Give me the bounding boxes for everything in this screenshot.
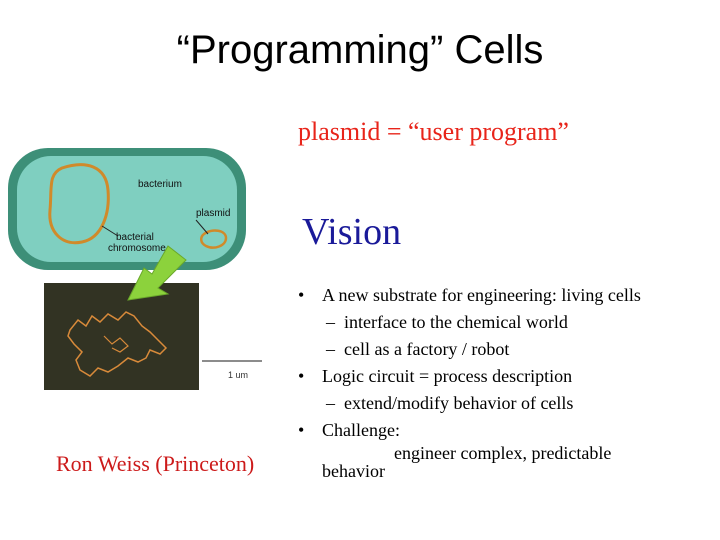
dna-micrograph [44,283,199,390]
bacterium-label: bacterium [138,179,182,190]
plasmid-label: plasmid [196,208,230,219]
bullet-continuation-line: engineer complex, predictable [394,443,612,463]
scale-label: 1 um [228,370,248,380]
bullet-list: A new substrate for engineering: living … [292,282,712,480]
credit-text: Ron Weiss (Princeton) [56,451,255,476]
bullet-continuation: engineer complex, predictable behavior [292,444,712,480]
arrow-shape [127,245,187,301]
bullet-item: Logic circuit = process description [292,363,712,390]
sub-bullet-item: cell as a factory / robot [292,336,712,363]
slide-title: “Programming” Cells [176,28,544,72]
plasmid-equation: plasmid = “user program” [298,117,569,146]
sub-bullet-item: extend/modify behavior of cells [292,390,712,417]
bacterium-figure: 1 um bacterium plasmid bacterial chromos… [8,148,262,390]
sub-bullet-item: interface to the chemical world [292,309,712,336]
chromosome-label-line2: chromosome [108,243,166,254]
bullet-item: A new substrate for engineering: living … [292,282,712,309]
plasmid-loop [200,229,228,249]
bullet-continuation-line: behavior [322,461,385,481]
vision-heading: Vision [302,211,402,253]
chromosome-loop [48,163,110,245]
chromosome-label-line1: bacterial [116,232,154,243]
bacterium-cell: bacterium plasmid bacterial chromosome [8,148,246,270]
bullet-item: Challenge: [292,417,712,444]
